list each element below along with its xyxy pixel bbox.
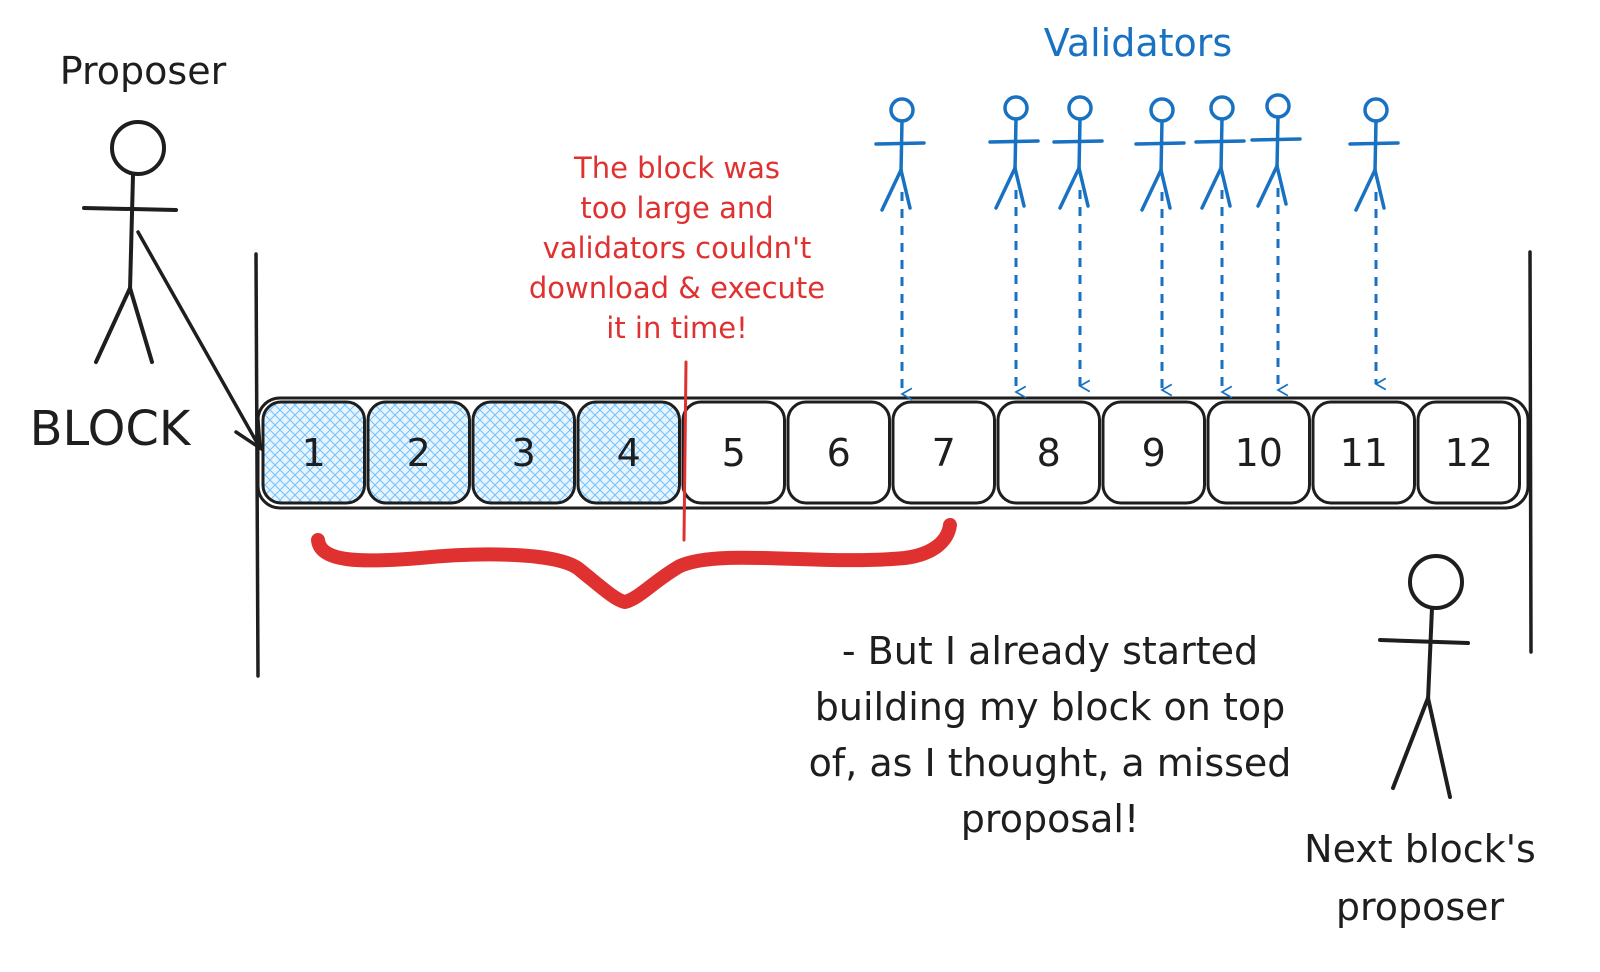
slot-cell-number: 1 <box>302 431 326 475</box>
warning-text: The block was too large and validators cou… <box>529 151 825 345</box>
slot-cell-number: 8 <box>1037 431 1061 475</box>
validators-label: Validators <box>1044 21 1232 65</box>
slot-second-10: 10 <box>1206 400 1311 505</box>
late-block-brace <box>311 518 957 609</box>
text-line: it in time! <box>606 311 747 345</box>
slot-cell-number: 3 <box>512 431 536 475</box>
validator-figure <box>874 97 926 212</box>
block-label: BLOCK <box>30 401 192 457</box>
attestation-deadline-line <box>682 360 688 542</box>
next-proposer-figure <box>1378 554 1470 799</box>
slot-second-11: 11 <box>1311 400 1416 505</box>
validators-group <box>874 93 1400 394</box>
text-line: - But I already started <box>842 629 1258 673</box>
slot-cell-number: 6 <box>827 431 851 475</box>
slot-cell-box <box>1101 400 1206 505</box>
proposer-figure <box>82 120 178 364</box>
proposer-label: Proposer <box>60 49 227 93</box>
validator-figure <box>1194 95 1246 210</box>
text-line: proposal! <box>961 797 1139 841</box>
slot-cell-number: 9 <box>1142 431 1166 475</box>
slot-cell-box <box>366 400 471 505</box>
slot-cell-box <box>681 400 786 505</box>
slot-second-9: 9 <box>1101 400 1206 505</box>
text-line: Next block's <box>1304 827 1536 871</box>
slot-cell-box <box>996 400 1101 505</box>
next-proposer-quote: - But I already started building my block… <box>809 629 1292 841</box>
validator-figure <box>988 95 1040 210</box>
next-proposer-label: Next block's proposer <box>1304 827 1536 929</box>
slot-second-4: 4 <box>576 400 681 505</box>
slot-cell-number: 2 <box>407 431 431 475</box>
slot-second-8: 8 <box>996 400 1101 505</box>
slot-cell-number: 12 <box>1445 431 1493 475</box>
slot-cell-box <box>471 400 576 505</box>
slot-bar <box>256 396 1530 510</box>
text-line: The block was <box>573 151 780 185</box>
slot-second-7: 7 <box>891 400 996 505</box>
validator-figure <box>1052 95 1104 210</box>
validator-figure <box>1250 93 1302 208</box>
slot-cell-box <box>576 400 681 505</box>
text-line: download & execute <box>529 271 825 305</box>
text-line: of, as I thought, a missed <box>809 741 1292 785</box>
slot-cell-box <box>891 400 996 505</box>
slot-second-5: 5 <box>681 400 786 505</box>
text-line: building my block on top <box>815 685 1285 729</box>
slot-cell-number: 4 <box>617 431 641 475</box>
slot-cell-number: 7 <box>932 431 956 475</box>
text-line: too large and <box>580 191 773 225</box>
slot-cell-number: 5 <box>722 431 746 475</box>
validator-figure <box>1134 97 1186 212</box>
slot-second-1: 1 <box>261 400 366 505</box>
slot-cell-number: 10 <box>1235 431 1283 475</box>
slot-second-6: 6 <box>786 400 891 505</box>
slot-cell-number: 11 <box>1340 431 1388 475</box>
text-line: validators couldn't <box>543 231 812 265</box>
slot-end-boundary <box>1528 250 1533 654</box>
slot-cell-box <box>1206 400 1311 505</box>
slot-cell-box <box>261 400 366 505</box>
validator-figure <box>1348 97 1400 212</box>
slot-second-3: 3 <box>471 400 576 505</box>
text-line: proposer <box>1336 885 1505 929</box>
slot-cell-box <box>786 400 891 505</box>
slot-second-12: 12 <box>1416 400 1521 505</box>
slot-cell-box <box>1416 400 1521 505</box>
slot-second-2: 2 <box>366 400 471 505</box>
slot-cell-box <box>1311 400 1416 505</box>
